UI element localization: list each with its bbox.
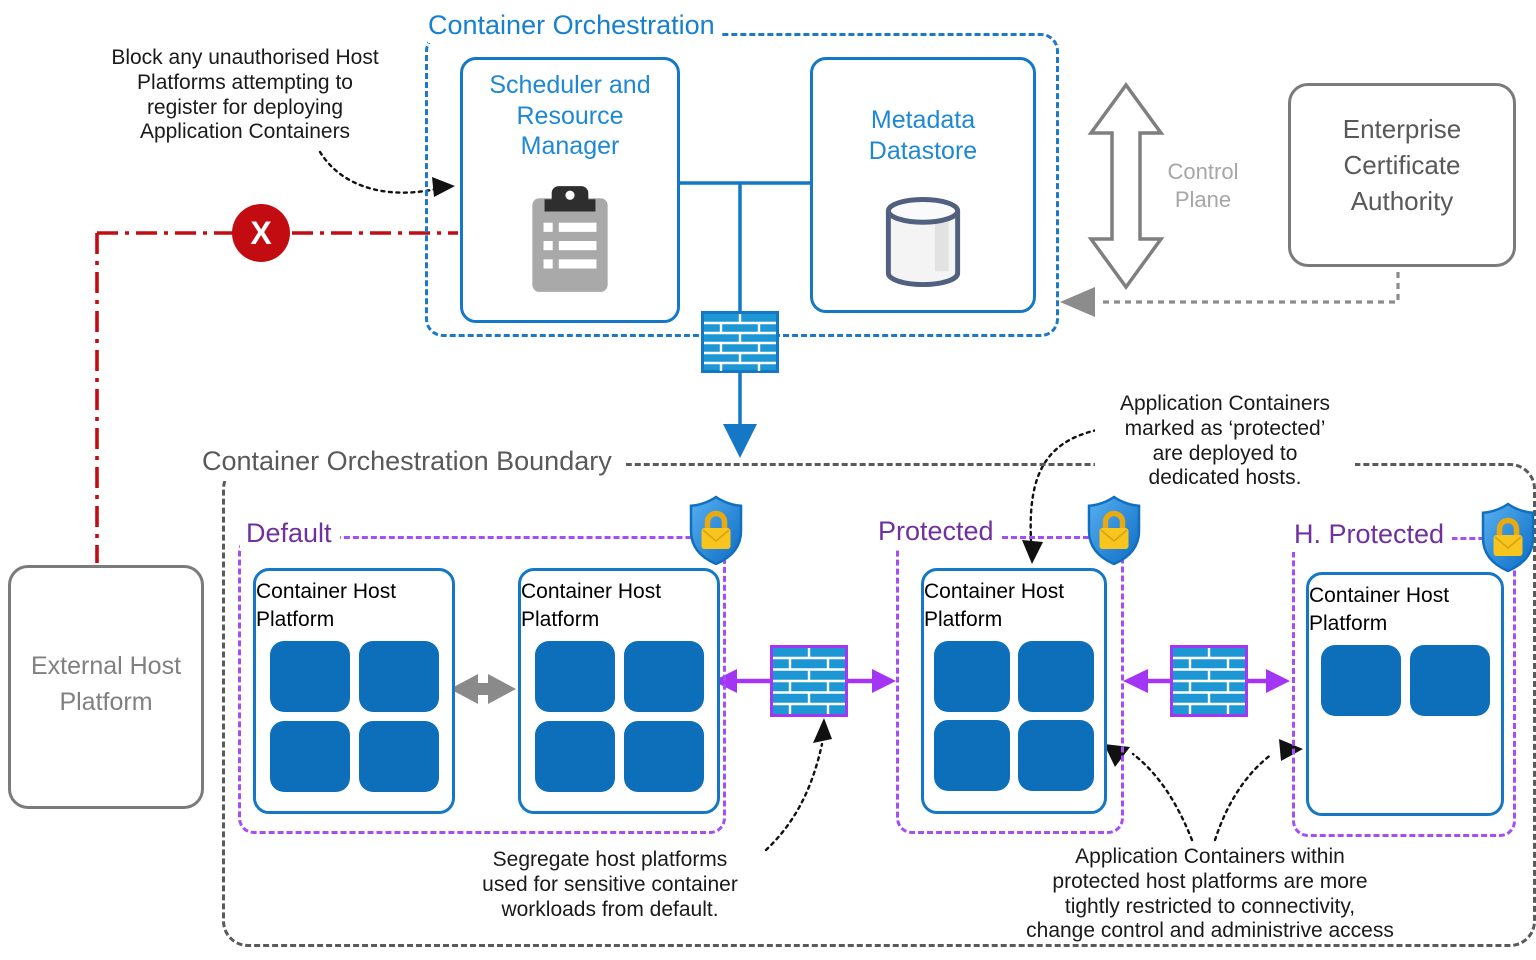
platform-label: Container Host Platform [1309,584,1450,635]
app-container [1018,641,1094,713]
block-annotation: Block any unauthorised Host Platforms at… [111,46,379,144]
app-container [269,641,350,713]
orchestration-boundary [222,463,1536,947]
control-plane-arrow [1087,82,1165,290]
orchestration-boundary-title: Container Orchestration Boundary [200,446,626,481]
zone-protected-label: Protected [872,516,1002,549]
metadata-datastore-box: Metadata Datastore [810,57,1036,313]
database-icon [883,196,963,291]
app-container [1320,645,1401,717]
firewall-icon [770,645,848,717]
container-host-platform: Container Host Platform [921,568,1107,814]
zone-protected [896,536,1124,834]
app-container [269,721,350,793]
zone-default [238,536,726,834]
app-container [934,720,1010,792]
app-container [934,641,1010,713]
app-container [358,721,439,793]
app-container-grid [1309,645,1501,717]
zone-default-label: Default [240,518,340,551]
down-arrowhead [723,424,757,458]
orchestration-connectors [674,181,812,430]
scheduler-resource-manager-box: Scheduler and Resource Manager [460,57,680,323]
app-container [358,641,439,713]
red-block-line [95,231,458,563]
control-plane-label: Control Plane [1167,159,1239,212]
scheduler-label: Scheduler and Resource Manager [489,71,651,160]
blocked-x-badge: X [232,204,290,262]
external-host-label: External Host Platform [30,652,182,717]
clipboard-icon [525,182,615,296]
container-host-platform: Container Host Platform [253,568,455,814]
shield-lock-icon [688,495,744,565]
app-container [1409,645,1490,717]
external-host-platform-box: External Host Platform [8,565,204,809]
app-container [534,641,615,713]
app-container-grid [521,641,717,793]
platform-label: Container Host Platform [924,580,1065,631]
app-container [1018,720,1094,792]
app-container [623,721,704,793]
protected-deploy-annotation: Application Containers marked as ‘protec… [1095,392,1355,492]
zone-h-protected-label: H. Protected [1288,519,1453,552]
certificate-authority-box: Enterprise Certificate Authority [1288,83,1516,267]
app-container-grid [924,641,1104,792]
platform-label: Container Host Platform [521,580,662,631]
shield-lock-icon [1086,495,1142,565]
app-container [534,721,615,793]
annotation-arrows [318,150,1274,852]
platform-label: Container Host Platform [256,580,397,631]
eca-connector [1060,261,1400,317]
segregate-annotation: Segregate host platforms used for sensit… [482,848,738,921]
restricted-annotation: Application Containers within protected … [1000,845,1420,945]
datastore-label: Metadata Datastore [868,106,978,166]
firewall-icon [1170,645,1248,717]
app-container-grid [256,641,452,793]
firewall-icon [701,311,779,373]
container-host-platform: Container Host Platform [1306,572,1504,816]
shield-lock-icon [1480,502,1536,572]
firewall-arrows [713,669,1290,693]
container-orchestration-title: Container Orchestration [428,10,721,43]
container-host-platform: Container Host Platform [518,568,720,814]
default-exchange-arrow [450,674,516,704]
app-container [623,641,704,713]
certificate-authority-label: Enterprise Certificate Authority [1342,114,1462,216]
